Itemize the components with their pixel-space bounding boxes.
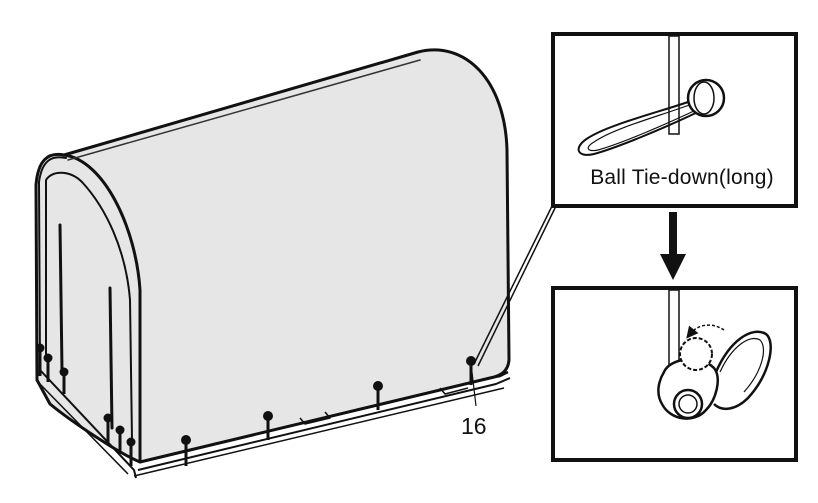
tie-down-peg — [115, 425, 125, 454]
tie-down-peg — [35, 343, 45, 376]
base-connector — [299, 411, 331, 425]
detail-box-top — [551, 32, 798, 208]
frame-pole — [58, 223, 64, 372]
base-front-rail-inner — [35, 379, 129, 475]
tie-down-peg — [103, 413, 113, 442]
wrapped-ball-icon — [657, 337, 719, 420]
elastic-loop-wrapped-inner — [719, 337, 765, 393]
cover-ridge-line — [67, 59, 421, 161]
ball-icon — [686, 78, 726, 118]
base-frame — [35, 369, 511, 479]
base-rail-bottom — [133, 387, 505, 477]
tie-down-peg — [263, 411, 273, 440]
tie-down-peg — [126, 437, 136, 466]
cover-front-frame-line — [45, 171, 133, 441]
base-front-rail — [39, 369, 137, 479]
part-number-label: 16 — [461, 413, 487, 439]
tie-down-pegs — [35, 343, 476, 466]
tie-down-peg — [59, 367, 69, 394]
part-leader-line — [471, 371, 477, 407]
tie-down-peg — [373, 381, 383, 410]
tie-down-peg — [181, 435, 191, 466]
cover-front-hem — [38, 156, 67, 369]
elastic-loop-wrapped — [713, 330, 772, 411]
base-rail-inner — [137, 377, 511, 471]
detail-box-bottom — [551, 286, 798, 462]
tie-down-peg — [43, 353, 53, 382]
detail-caption: Ball Tie-down(long) — [590, 166, 774, 189]
storage-cover — [34, 48, 511, 464]
strap — [668, 35, 680, 135]
elastic-loop — [577, 99, 699, 156]
base-rail-outer — [139, 370, 509, 464]
base-connector — [439, 387, 469, 395]
frame-pole — [108, 286, 114, 430]
down-arrow-icon — [660, 212, 686, 280]
elastic-loop-inner — [587, 103, 697, 152]
callout-line — [473, 197, 557, 365]
callout-line — [477, 205, 557, 367]
